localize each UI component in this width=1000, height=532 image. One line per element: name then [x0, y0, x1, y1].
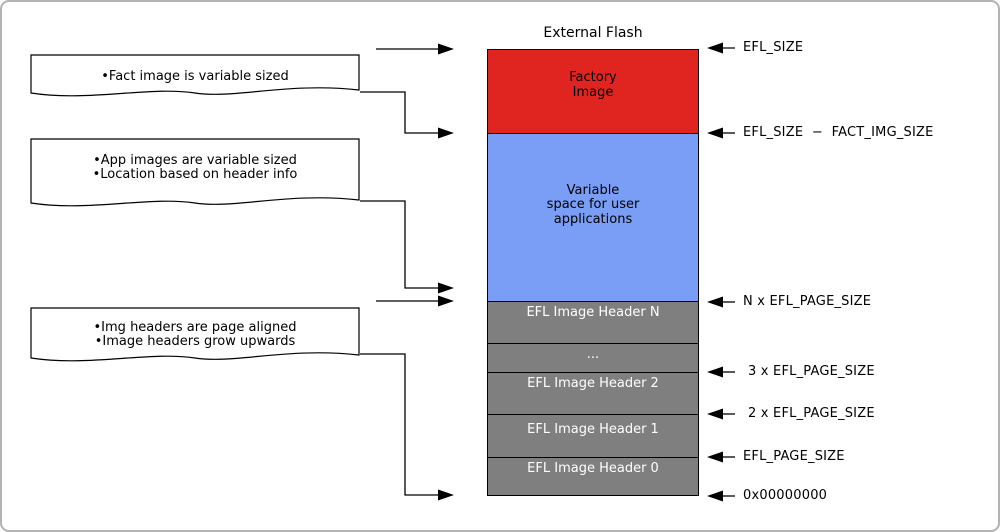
segment-factory-image: Factory Image	[487, 49, 699, 134]
segment-label-line: EFL Image Header 2	[527, 376, 659, 391]
note-fact-image: •Fact image is variable sized	[30, 54, 360, 104]
address-label-2-page-size: 2 x EFL_PAGE_SIZE	[748, 406, 875, 421]
note-line: •Img headers are page aligned	[93, 320, 297, 335]
address-label-zero: 0x00000000	[743, 488, 828, 503]
arrowhead-1-page	[707, 451, 723, 463]
address-label-page-size: EFL_PAGE_SIZE	[743, 449, 845, 464]
note-shape	[30, 138, 360, 207]
memory-map-column: Factory Image Variable space for user ap…	[487, 49, 699, 496]
segment-efl-image-header-1: EFL Image Header 1	[487, 414, 699, 458]
arrowhead-right-boundary2	[438, 282, 454, 294]
note-line: •Image headers grow upwards	[94, 334, 296, 349]
arrow-note1-elbow-line	[360, 91, 439, 134]
arrowhead-zero	[707, 490, 723, 502]
note-app-images: •App images are variable sized •Location…	[30, 138, 360, 214]
diagram-title: External Flash	[543, 25, 643, 41]
note-line: •App images are variable sized	[93, 153, 297, 168]
arrowhead-efl-size	[707, 42, 723, 54]
arrowhead-right-boundary3	[438, 295, 454, 307]
segment-label-line: EFL Image Header 1	[527, 422, 659, 437]
segment-label-line: applications	[553, 211, 633, 227]
note-img-headers: •Img headers are page aligned •Image hea…	[30, 307, 360, 369]
arrowhead-n-page	[707, 296, 723, 308]
segment-label-line: Variable	[566, 182, 620, 198]
note-shape	[30, 54, 360, 97]
segment-ellipsis: ...	[487, 343, 699, 373]
segment-label-line: ...	[586, 347, 600, 362]
address-label-efl-minus-fact: EFL_SIZE − FACT_IMG_SIZE	[743, 125, 934, 140]
address-label-efl-size: EFL_SIZE	[743, 40, 804, 55]
note-line: •Fact image is variable sized	[101, 69, 289, 84]
arrowhead-2-page	[707, 408, 723, 420]
arrowhead-right-bottom	[438, 489, 454, 501]
segment-label-line: space for user	[546, 197, 640, 213]
note-shape	[30, 307, 360, 362]
address-label-n-page-size: N x EFL_PAGE_SIZE	[743, 294, 872, 309]
address-label-3-page-size: 3 x EFL_PAGE_SIZE	[748, 364, 875, 379]
arrowhead-efl-minus-fact	[707, 127, 723, 139]
arrow-note2-elbow-line	[360, 200, 439, 289]
segment-variable-space: Variable space for user applications	[487, 133, 699, 302]
arrowhead-right-top	[438, 43, 454, 55]
arrowhead-3-page	[707, 366, 723, 378]
segment-label-line: Factory	[569, 70, 617, 85]
note-line: •Location based on header info	[92, 167, 298, 182]
segment-efl-image-header-0: EFL Image Header 0	[487, 457, 699, 496]
segment-label-line: Image	[572, 84, 614, 100]
segment-efl-image-header-n: EFL Image Header N	[487, 301, 699, 344]
segment-efl-image-header-2: EFL Image Header 2	[487, 372, 699, 415]
arrow-note3-elbow-line	[360, 353, 439, 496]
arrowhead-right-boundary1	[438, 127, 454, 139]
segment-label-line: EFL Image Header 0	[527, 461, 659, 476]
segment-label-line: EFL Image Header N	[526, 305, 660, 320]
